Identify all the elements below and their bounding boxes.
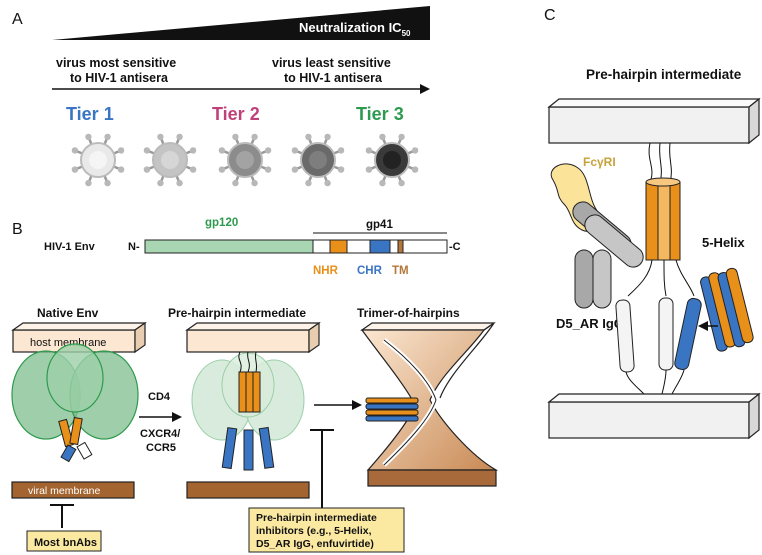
c-terminus: -C [449,241,461,253]
trimer-hairpins-title: Trimer-of-hairpins [357,306,460,320]
tm-label: TM [392,265,409,277]
panel-c-illustration: FcγRI D5_AR IgG 5-Helix [547,97,761,440]
nhr-label: NHR [313,265,339,277]
sensitive-text-line1: virus most sensitive [56,56,176,70]
gp120-domain [144,239,314,254]
tm-domain [397,239,404,254]
tier3-label: Tier 3 [356,104,404,124]
bnabs-label: Most bnAbs [34,537,97,549]
virion-1 [71,133,125,187]
gp41-label: gp41 [366,219,393,231]
native-env-illustration: host membrane viral membrane Most bnAbs [11,321,147,552]
inhibitors-line2: inhibitors (e.g., 5-Helix, [256,525,372,537]
panel-a-label: A [12,11,23,28]
pre-hairpin-title: Pre-hairpin intermediate [168,306,306,320]
n-terminus: N- [128,241,140,253]
sensitive-text-line2: to HIV-1 antisera [70,71,169,85]
d5ar-label: D5_AR IgG [556,316,624,331]
native-env-title: Native Env [37,306,99,320]
fcgri-label: FcγRI [583,155,616,169]
chr-label: CHR [357,265,383,277]
tier1-label: Tier 1 [66,104,114,124]
inhibitors-line3: D5_AR IgG, enfuvirtide) [256,538,374,550]
virion-2 [143,133,197,187]
cd4-label: CD4 [148,391,171,403]
pre-hairpin-illustration [185,321,321,499]
virion-4 [291,133,345,187]
inhibitors-line1: Pre-hairpin intermediate [256,512,377,524]
virion-row [71,133,419,187]
viral-membrane-label: viral membrane [28,485,101,497]
virion-5 [365,133,419,187]
resistant-text-line2: to HIV-1 antisera [284,71,383,85]
panel-c-label: C [544,7,556,24]
neutralization-label: Neutralization IC50 [299,20,411,38]
panel-b-label: B [12,221,23,238]
tier2-label: Tier 2 [212,104,260,124]
five-helix-label: 5-Helix [702,235,745,250]
ic50-wedge [52,6,430,40]
coreceptor-label-2: CCR5 [146,442,176,454]
panel-c-title: Pre-hairpin intermediate [586,67,742,82]
gp120-label: gp120 [205,217,238,229]
host-membrane-label-native: host membrane [30,337,106,349]
chr-domain [369,239,391,254]
trimer-hairpins-illustration [360,322,499,487]
virion-3 [218,133,272,187]
resistant-text-line1: virus least sensitive [272,56,391,70]
coreceptor-label-1: CXCR4/ [140,428,180,440]
env-label: HIV-1 Env [44,241,96,253]
inhibitors-box [248,507,405,553]
nhr-domain [329,239,348,254]
